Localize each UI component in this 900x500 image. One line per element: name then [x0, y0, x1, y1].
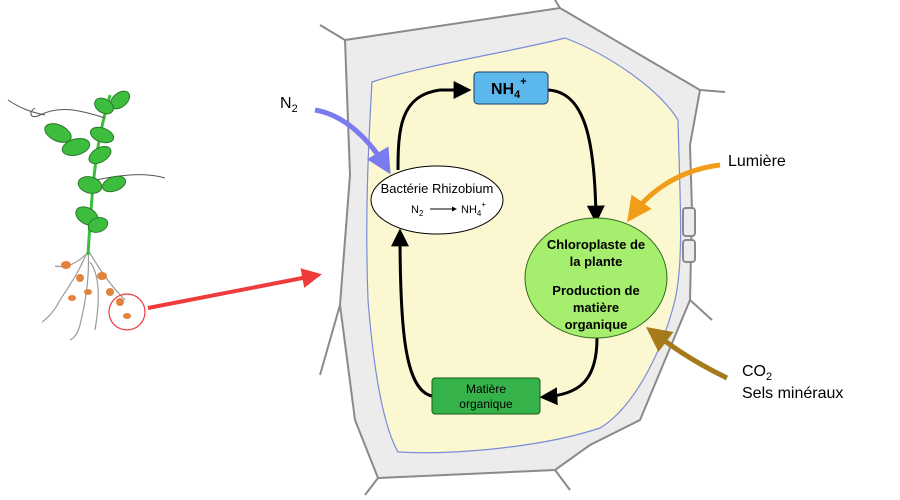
- chloroplast-node: Chloroplaste de la plante Production de …: [524, 217, 668, 339]
- svg-text:NH4+: NH4+: [461, 200, 486, 218]
- minerals-label: Sels minéraux: [742, 385, 843, 402]
- arrow-bacteria-to-nh4: [396, 81, 472, 171]
- reaction-left-sub: 2: [419, 209, 424, 218]
- n2-main: N: [280, 95, 292, 112]
- plant-tendrils: [7, 99, 166, 181]
- arrow-chloroplast-to-matter: [539, 337, 599, 406]
- organic-matter-node: Matière organique: [431, 377, 541, 415]
- light-label: Lumière: [728, 153, 786, 170]
- plant-leaves: [44, 90, 131, 233]
- nh4-subscript: 4: [514, 89, 521, 101]
- chloroplast-line3: Production de: [552, 283, 639, 298]
- svg-text:N2: N2: [411, 204, 424, 218]
- co2-main: CO: [742, 363, 766, 380]
- zoom-arrow: [147, 268, 322, 310]
- co2-sub: 2: [766, 371, 772, 383]
- n2-sub: 2: [292, 103, 298, 115]
- bacteria-title: Bactérie Rhizobium: [381, 181, 494, 196]
- co2-label: CO2: [742, 363, 772, 383]
- arrow-co2: [645, 327, 729, 381]
- svg-text:NH4+: NH4+: [491, 76, 527, 101]
- chloroplast-line2: la plante: [570, 254, 623, 269]
- chloroplast-line4: matière: [573, 300, 619, 315]
- root-cell: [319, 0, 726, 496]
- arrow-light: [627, 162, 721, 223]
- matter-line1: Matière: [466, 382, 506, 396]
- bacteria-node: Bactérie Rhizobium N2 NH4+: [370, 165, 504, 235]
- nh4-superscript: +: [520, 76, 526, 88]
- zoom-circle: [108, 293, 146, 331]
- reaction-right-sub: 4: [477, 209, 482, 218]
- nh4-label: NH: [491, 81, 514, 98]
- plant-illustration: [7, 90, 166, 341]
- arrow-nh4-to-chloroplast: [547, 88, 605, 224]
- reaction-right: NH: [461, 204, 477, 216]
- cytoplasm: [366, 37, 682, 454]
- chloroplast-line5: organique: [565, 317, 628, 332]
- reaction-right-sup: +: [481, 200, 486, 209]
- cell-wall-extensions: [319, 0, 726, 496]
- chloroplast-line1: Chloroplaste de: [547, 237, 645, 252]
- cycle-arrows: [391, 81, 605, 406]
- nh4-node: NH4+: [473, 71, 549, 105]
- matter-line2: organique: [459, 397, 513, 411]
- arrow-n2: [314, 107, 391, 175]
- reaction-left: N: [411, 204, 419, 216]
- root-nodules: [61, 261, 131, 319]
- n2-label: N2: [280, 95, 298, 115]
- arrow-matter-to-bacteria: [391, 228, 433, 398]
